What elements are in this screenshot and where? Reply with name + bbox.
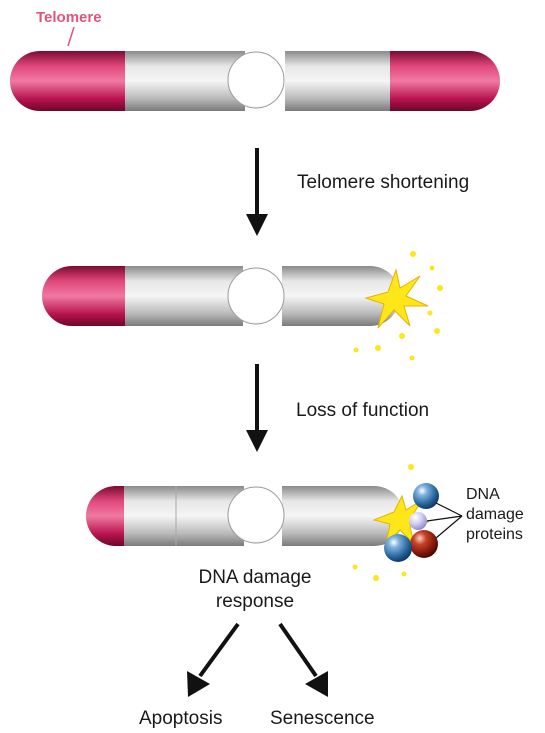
telomere-right <box>390 51 500 111</box>
protein-blue-bottom <box>384 534 412 562</box>
loss-of-function-label: Loss of function <box>296 401 429 420</box>
protein-red <box>410 530 438 558</box>
apoptosis-label: Apoptosis <box>139 709 222 728</box>
chromatid-arm-left <box>125 51 245 111</box>
centromere <box>228 268 284 324</box>
chromosome-full-telomeres <box>10 51 500 111</box>
telomere-left-cap <box>86 486 124 546</box>
arrow-head-1 <box>246 214 268 236</box>
telomere-pointer <box>68 27 74 46</box>
protein-lavender <box>409 512 427 530</box>
senescence-label: Senescence <box>270 709 375 728</box>
chromatid-arm-left <box>124 486 244 546</box>
dna-damage-response-label-line2: response <box>180 592 330 611</box>
protein-blue-top <box>413 483 439 509</box>
telomere-label: Telomere <box>36 10 102 25</box>
arrow-to-senescence <box>280 624 316 676</box>
chromatid-arm-right <box>285 51 405 111</box>
dna-proteins-label-line2: damage <box>466 507 524 523</box>
chromosome-shortened-telomere <box>42 251 443 361</box>
centromere <box>228 487 284 543</box>
dna-proteins-label-line1: DNA <box>466 487 500 503</box>
arrow-to-apoptosis <box>200 624 238 676</box>
chromatid-arm-left <box>125 266 243 326</box>
arrow-head-2 <box>246 430 268 452</box>
dna-proteins-label-line3: proteins <box>466 527 523 543</box>
centromere <box>228 52 284 108</box>
chromosome-lost-telomere <box>86 464 439 581</box>
telomere-left <box>10 51 125 111</box>
dna-damage-response-label-line1: DNA damage <box>180 568 330 587</box>
telomere-left-short <box>42 266 125 326</box>
telomere-shortening-label: Telomere shortening <box>297 173 469 192</box>
